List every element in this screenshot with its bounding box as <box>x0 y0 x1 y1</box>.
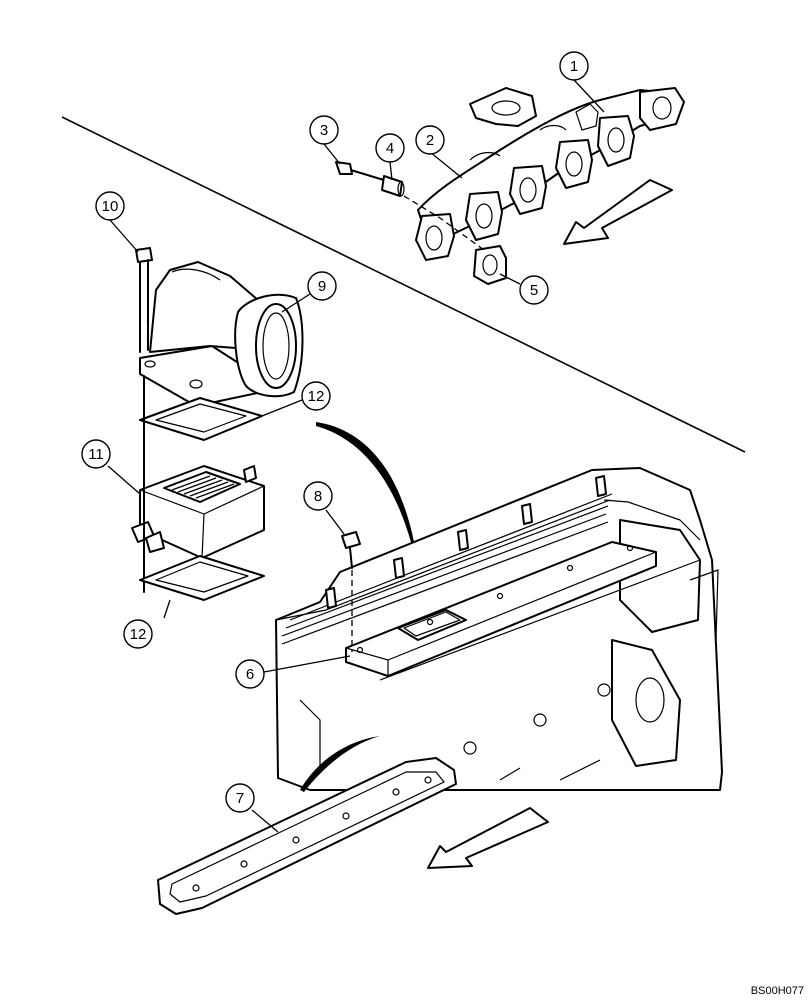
svg-text:4: 4 <box>386 140 394 157</box>
callout-8: 8 <box>303 481 333 511</box>
callout-12-lower: 12 <box>123 619 153 649</box>
intake-gasket <box>157 757 457 915</box>
svg-text:8: 8 <box>314 488 322 505</box>
section-divider <box>61 116 746 453</box>
callout-11: 11 <box>81 439 111 469</box>
svg-text:9: 9 <box>318 278 326 295</box>
svg-text:1: 1 <box>570 58 578 75</box>
svg-text:12: 12 <box>308 388 325 405</box>
svg-text:5: 5 <box>530 282 538 299</box>
callout-4: 4 <box>375 133 405 163</box>
front-direction-arrow-top <box>563 179 673 245</box>
leader-lines <box>107 79 605 833</box>
exhaust-manifold <box>415 87 685 261</box>
callout-6: 6 <box>235 659 265 689</box>
intake-cover-plate <box>345 541 701 681</box>
lower-square-gasket <box>139 555 265 601</box>
air-inlet-elbow <box>139 261 304 407</box>
callout-9: 9 <box>307 271 337 301</box>
svg-text:2: 2 <box>426 132 434 149</box>
callout-1: 1 <box>559 51 589 81</box>
callout-7: 7 <box>225 783 255 813</box>
grid-heater <box>131 465 265 559</box>
callout-2: 2 <box>415 125 445 155</box>
callout-12-upper: 12 <box>301 381 331 411</box>
callout-10: 10 <box>95 191 125 221</box>
screw-and-spacer <box>335 161 405 197</box>
callout-3: 3 <box>309 115 339 145</box>
svg-text:3: 3 <box>320 122 328 139</box>
svg-text:12: 12 <box>130 626 147 643</box>
diagram-code: BS00H077 <box>751 985 804 997</box>
svg-text:6: 6 <box>246 666 254 683</box>
svg-text:11: 11 <box>88 446 104 463</box>
gasket-install-path <box>300 736 380 792</box>
front-direction-arrow-bottom <box>427 807 549 869</box>
long-bolt <box>135 247 153 353</box>
block-studs <box>325 475 607 609</box>
cover-bolt <box>341 531 361 652</box>
svg-text:10: 10 <box>102 198 119 215</box>
svg-text:7: 7 <box>236 790 244 807</box>
manifold-gasket <box>473 245 507 285</box>
callout-5: 5 <box>519 275 549 305</box>
install-path-swoosh <box>316 422 420 582</box>
